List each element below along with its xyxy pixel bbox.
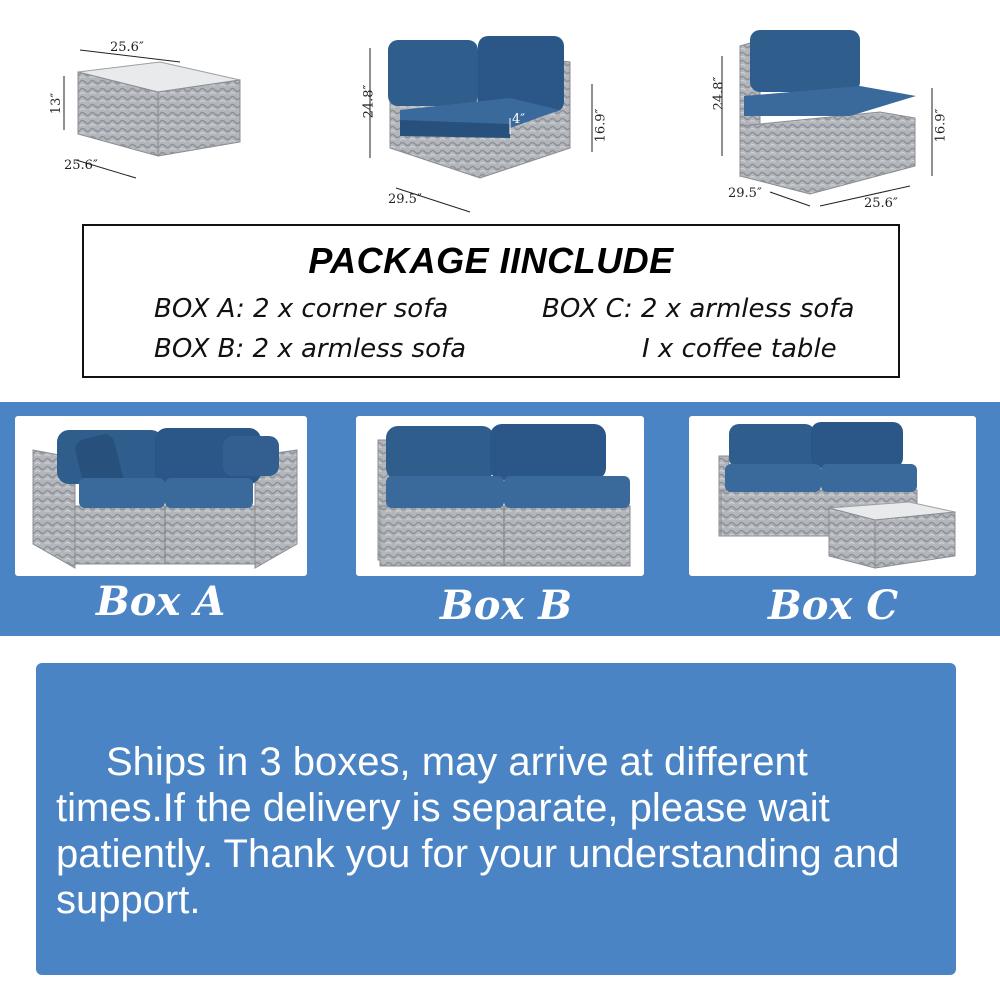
shipping-notice-text: Ships in 3 boxes, may arrive at differen… [56, 740, 900, 922]
package-include-box: PACKAGE IINCLUDE BOX A: 2 x corner sofa … [82, 224, 900, 378]
armless-sofa-seat-height-label: 16.9″ [933, 108, 949, 143]
box-b-label: Box B [440, 582, 573, 629]
box-b-sofa-image [377, 424, 631, 567]
box-c-sofa-image [718, 422, 956, 569]
corner-sofa-image [369, 36, 593, 213]
dimension-diagrams: 25.6″ 13″ 25.6″ 24.8″ 16.9″ 4″ 29.5″ [0, 0, 1000, 220]
armless-sofa-diagram: 24.8″ 16.9″ 29.5″ 25.6″ [700, 26, 970, 218]
corner-sofa-diagram: 24.8″ 16.9″ 4″ 29.5″ [360, 28, 620, 218]
armless-sofa-height-label: 24.8″ [711, 76, 727, 111]
corner-sofa-cushion-label: 4″ [512, 112, 526, 127]
armless-sofa-depth-label: 29.5″ [728, 186, 762, 201]
box-c-card [689, 416, 976, 576]
package-box-a: BOX A: 2 x corner sofa [154, 294, 449, 324]
package-box-c: BOX C: 2 x armless sofa [542, 294, 855, 324]
box-c-label: Box C [768, 582, 899, 629]
corner-sofa-seat-height-label: 16.9″ [593, 108, 609, 143]
table-width-label: 25.6″ [110, 40, 144, 55]
package-box-b: BOX B: 2 x armless sofa [154, 334, 467, 364]
corner-sofa-depth-label: 29.5″ [388, 192, 422, 207]
box-a-sofa-image [32, 428, 298, 569]
boxes-band: Box A Box B Box C [0, 402, 1000, 636]
package-title: PACKAGE IINCLUDE [308, 240, 674, 281]
shipping-notice: Ships in 3 boxes, may arrive at differen… [36, 663, 956, 975]
armless-sofa-image [721, 30, 933, 207]
box-a-card [15, 416, 307, 576]
package-box-c-table: I x coffee table [642, 334, 837, 364]
armless-sofa-width-label: 25.6″ [864, 196, 898, 211]
coffee-table-diagram: 25.6″ 13″ 25.6″ [49, 30, 260, 190]
box-b-card [356, 416, 644, 576]
coffee-table-image [63, 49, 241, 179]
table-height-label: 13″ [49, 92, 65, 115]
table-depth-label: 25.6″ [64, 158, 98, 173]
corner-sofa-height-label: 24.8″ [361, 84, 377, 119]
box-a-label: Box A [96, 578, 226, 625]
